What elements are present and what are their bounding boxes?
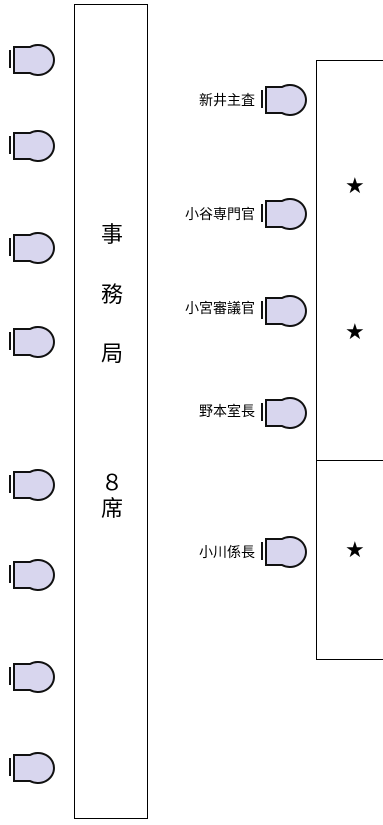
staff-name: 小谷専門官 [185, 207, 255, 223]
staff-name: 小川係長 [199, 545, 255, 561]
chair-icon [8, 657, 56, 695]
chair-icon [8, 228, 56, 266]
chair-icon [8, 40, 56, 78]
chair-icon [8, 555, 56, 593]
chair-icon [8, 126, 56, 164]
star-marker: ★ [345, 538, 365, 563]
desk-label-char: 局 [100, 342, 123, 367]
desk-label-char: 務 [100, 283, 123, 308]
desk-label-char: 席 [100, 497, 123, 522]
chair-icon [8, 748, 56, 786]
staff-name: 新井主査 [199, 93, 255, 109]
staff-name: 小宮審議官 [185, 301, 255, 317]
desk-label-char: ８ [100, 471, 123, 496]
table-block: ★ [316, 259, 383, 461]
desk-label-char: 事 [100, 223, 123, 248]
secretariat-desk: 事 務 局 ８ 席 [74, 4, 148, 819]
star-marker: ★ [345, 320, 365, 345]
star-marker: ★ [345, 174, 365, 199]
chair-icon [260, 291, 308, 329]
table-block: ★ [316, 60, 383, 260]
chair-icon [260, 80, 308, 118]
chair-icon [260, 393, 308, 431]
chair-icon [260, 532, 308, 570]
chair-icon [8, 322, 56, 360]
chair-icon [260, 194, 308, 232]
staff-name: 野本室長 [199, 404, 255, 420]
chair-icon [8, 465, 56, 503]
table-block: ★ [316, 460, 383, 660]
